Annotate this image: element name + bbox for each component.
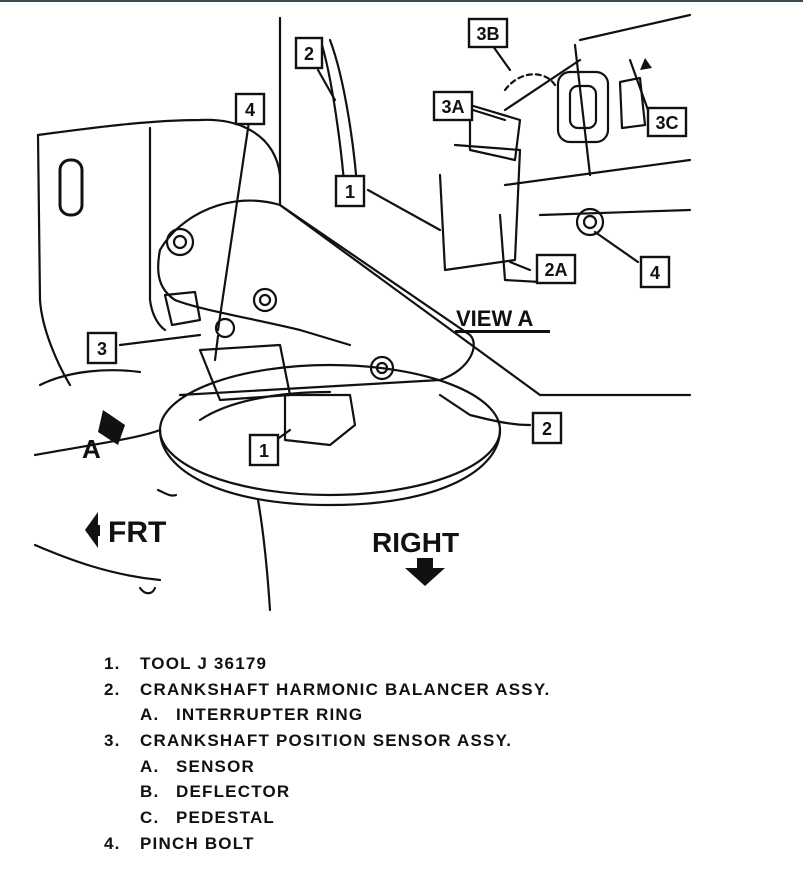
callout-3c-label: 3C	[655, 113, 678, 133]
engine-block-outline	[36, 118, 282, 177]
front-direction-label: FRT	[108, 516, 166, 549]
right-direction-label: RIGHT	[372, 527, 459, 558]
view-a-label: VIEW A	[456, 306, 534, 331]
callout-1-main	[248, 433, 280, 467]
callout-3a-label: 3A	[441, 97, 464, 117]
callout-2-main	[531, 411, 563, 445]
callout-3c	[646, 106, 688, 138]
legend-subitem: B.DEFLECTOR	[140, 782, 291, 802]
sensor-connector	[556, 70, 610, 144]
pinch-bolt	[575, 207, 605, 237]
legend-item: 4.PINCH BOLT	[104, 833, 255, 853]
technical-illustration: 2 3B 4 3A 3C 1 4 2A 3 2 1 VIEW A A FRT R…	[33, 13, 692, 612]
callout-1-main-label: 1	[259, 441, 269, 461]
cover-bolt	[252, 287, 278, 313]
tool-block	[283, 393, 357, 447]
legend-subitem: A.SENSOR	[140, 756, 255, 776]
view-a-border	[278, 16, 692, 397]
callout-2a-label: 2A	[544, 260, 567, 280]
cover-bolt	[165, 227, 195, 257]
parts-legend: 1.TOOL J 36179 2.CRANKSHAFT HARMONIC BAL…	[104, 651, 550, 857]
callout-3a	[432, 90, 474, 122]
callout-3b	[467, 17, 509, 49]
callout-2-main-label: 2	[542, 419, 552, 439]
callout-4-top-label: 4	[245, 100, 255, 120]
top-border	[0, 0, 803, 2]
legend-item: 1.TOOL J 36179	[104, 654, 268, 673]
callout-4-top	[234, 92, 266, 126]
legend-subitem: A.INTERRUPTER RING	[140, 705, 364, 725]
view-arrow-label: A	[82, 434, 101, 464]
callout-4-view	[639, 255, 671, 289]
callout-3-main	[86, 331, 118, 365]
callout-1-view	[334, 174, 366, 208]
callout-1-view-label: 1	[345, 182, 355, 202]
legend-item: 2.CRANKSHAFT HARMONIC BALANCER ASSY.	[104, 679, 551, 699]
arrow-down-icon	[405, 568, 445, 586]
callout-2-top-label: 2	[304, 44, 314, 64]
callout-3-main-label: 3	[97, 339, 107, 359]
callout-3b-label: 3B	[476, 24, 499, 44]
legend-item: 3.CRANKSHAFT POSITION SENSOR ASSY.	[104, 731, 513, 751]
view-a-underline	[455, 330, 550, 333]
engine-slot	[58, 158, 84, 217]
view-arrow-icon	[98, 410, 125, 445]
legend-subitem: C.PEDESTAL	[140, 808, 276, 828]
callout-2a	[535, 253, 577, 285]
callout-4-view-label: 4	[650, 263, 660, 283]
callout-2-top	[294, 36, 324, 70]
